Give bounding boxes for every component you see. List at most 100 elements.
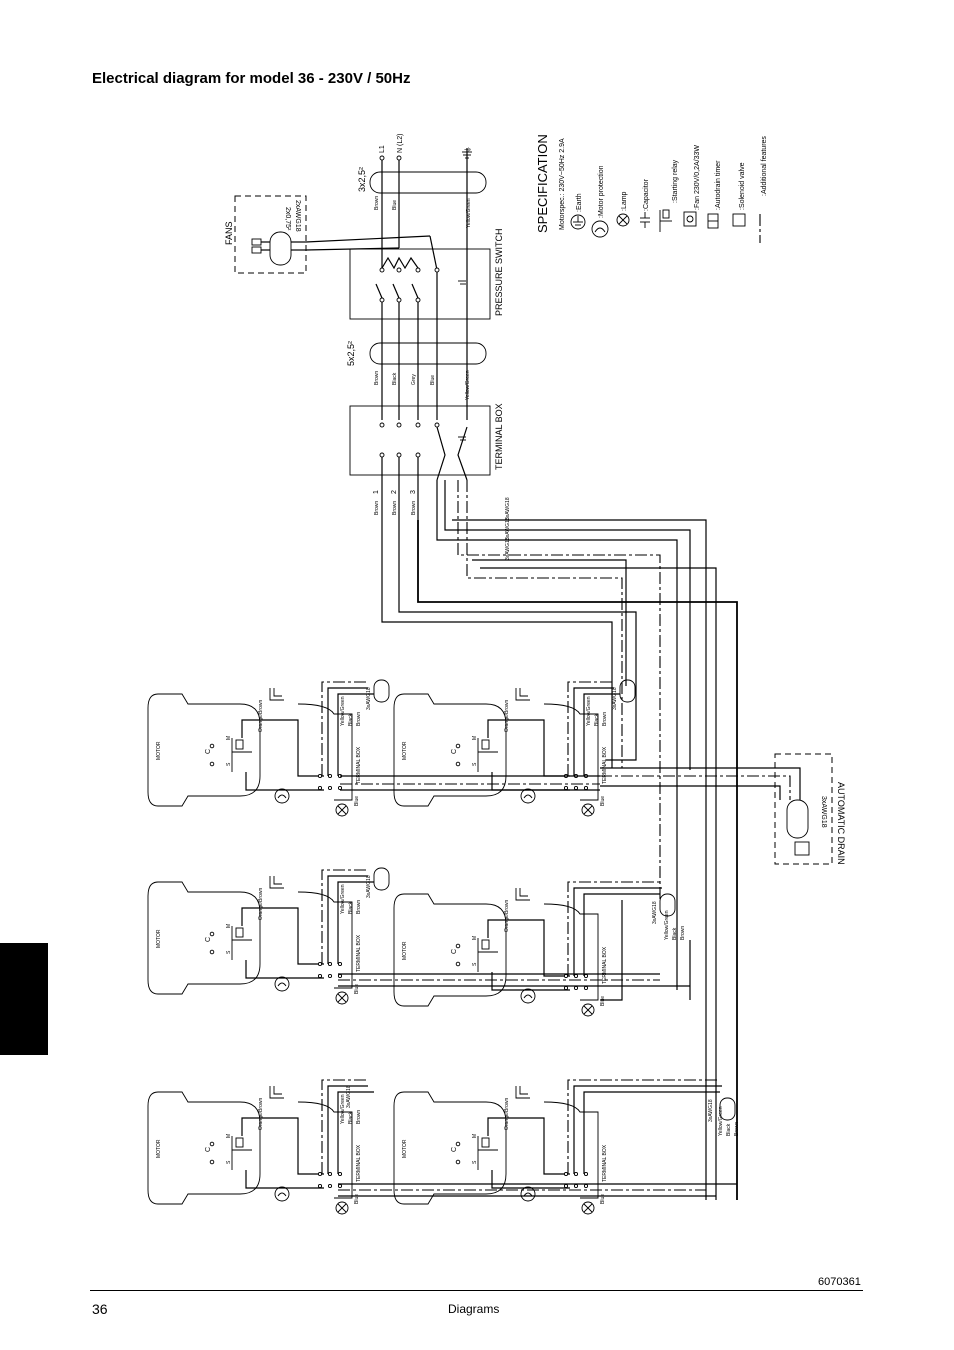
page-title: Electrical diagram for model 36 - 230V /…: [92, 70, 411, 87]
wire-black-label: Black: [726, 1123, 732, 1136]
terminal-awg-tag-1: 3xAWG18: [505, 497, 511, 520]
starting-relay-icon: [481, 939, 490, 950]
lamp-icon: [335, 803, 349, 817]
relay-s-label: S: [226, 762, 232, 766]
footer-section-name: Diagrams: [448, 1302, 500, 1316]
motor-label: MOTOR: [402, 941, 408, 960]
legend-solenoid-valve-label: :Solenoid valve: [739, 162, 746, 210]
terminal-out-2-num: 2: [391, 490, 398, 494]
lamp-icon: [581, 1201, 595, 1215]
wire-orange-brown-label: Orange/Brown: [258, 1098, 264, 1130]
starting-relay-icon: [235, 927, 244, 938]
lamp-icon: [581, 1003, 595, 1017]
relay-m-label: M: [226, 924, 232, 928]
pressure-switch: PRESSURE SWITCH: [349, 228, 504, 340]
fans-awg: 2xAWG18: [294, 200, 301, 232]
wire-orange-brown-label: Orange/Brown: [504, 900, 510, 932]
compressor-unit-4: MOTOR C S M TERMINAL BOX: [393, 881, 686, 1017]
lamp-icon: [581, 803, 595, 817]
relay-m-label: M: [472, 736, 478, 740]
relay-m-label: M: [472, 1134, 478, 1138]
motor-label: MOTOR: [156, 741, 162, 760]
unit-awg-label: 3xAWG18: [346, 1085, 352, 1108]
fan-icon: [251, 238, 262, 246]
supply-cable-size: 3x2,5²: [357, 167, 367, 192]
unit-awg-label: 3xAWG18: [366, 875, 372, 898]
wire-black-label: Black: [594, 713, 600, 726]
wire-blue-label: Blue: [600, 1194, 606, 1204]
terminal-box: TERMINAL BOX Brown Brown Brown 1 2 3 3xA…: [349, 403, 511, 560]
motor-capacitor-terminal: C: [205, 937, 212, 942]
main-wire-blue: Blue: [430, 375, 436, 385]
specification-heading: SPECIFICATION: [535, 134, 550, 233]
motor-protection-icon: [274, 1186, 290, 1202]
section-tab-marker: [0, 943, 48, 1055]
unit-awg-label: 3xAWG18: [708, 1099, 714, 1122]
wire-brown-label: Brown: [356, 712, 362, 726]
supply-connection: L1 N (L2) ⏚ 3x2,5² Brown Blue Yellow/Gre…: [357, 134, 487, 268]
starting-relay-icon: [235, 739, 244, 750]
fan-cable-sheath: [269, 231, 292, 266]
wire-black-label: Black: [348, 1111, 354, 1124]
legend-fan-label: :Fan 230V/0,2A/33W: [694, 145, 701, 210]
main-cable: 5x2,5² Brown Black Grey Blue Yellow/Gree…: [346, 340, 487, 420]
relay-m-label: M: [226, 1134, 232, 1138]
terminal-box-small-label: TERMINAL BOX: [602, 1144, 608, 1182]
automatic-drain: AUTOMATIC DRAIN 3xAWG18: [600, 753, 846, 865]
relay-m-label: M: [226, 736, 232, 740]
terminal-box-small-label: TERMINAL BOX: [356, 934, 362, 972]
wire-blue-label: Blue: [354, 1194, 360, 1204]
wire-orange-brown-label: Orange/Brown: [504, 1098, 510, 1130]
starting-relay-icon: [235, 1137, 244, 1148]
fans-label: FANS: [224, 221, 234, 245]
wire-yellow-green-label: Yellow/Green: [586, 696, 592, 726]
main-wire-yellow-green: Yellow/Green: [465, 370, 471, 400]
unit-feed-wiring: [338, 680, 737, 1200]
supply-terminal-l1: L1: [379, 145, 386, 153]
motor-capacitor-terminal: C: [451, 749, 458, 754]
unit-awg-label: 3xAWG18: [612, 687, 618, 710]
wire-yellow-green-label: Yellow/Green: [718, 1106, 724, 1136]
automatic-drain-label: AUTOMATIC DRAIN: [836, 782, 846, 865]
page-number: 36: [92, 1301, 108, 1317]
terminal-awg-tag-3: 3xAWG18: [505, 537, 511, 560]
terminal-awg-tag-2: 3xAWG18: [505, 517, 511, 540]
wire-blue-label: Blue: [600, 996, 606, 1006]
unit-awg-label: 3xAWG18: [652, 901, 658, 924]
footer-divider: [90, 1290, 863, 1291]
terminal-out-1-wire: Brown: [374, 501, 380, 515]
terminal-out-3-wire: Brown: [411, 501, 417, 515]
motor-protection-icon: [274, 788, 290, 804]
solenoid-valve-icon: [732, 213, 746, 227]
motor-protection-icon: [520, 988, 536, 1004]
supply-terminal-earth: ⏚: [464, 146, 472, 153]
solenoid-valve-icon: [794, 841, 810, 856]
main-wire-grey: Grey: [411, 374, 417, 385]
fan-icon: [251, 246, 262, 254]
legend-starting-relay-label: :Starting relay: [672, 159, 679, 203]
main-wire-black: Black: [392, 372, 398, 385]
wire-blue-label: Blue: [354, 984, 360, 994]
legend-capacitor-label: :Capacitor: [643, 178, 650, 211]
fan-icon: [683, 211, 697, 227]
legend-lamp-label: :Lamp: [621, 191, 628, 211]
specification-legend: SPECIFICATION Motorspec.: 230V~50Hz 2.9A…: [535, 134, 768, 243]
wire-blue-label: Blue: [600, 796, 606, 806]
automatic-drain-awg: 3xAWG18: [820, 796, 827, 828]
compressor-unit-1: MOTOR C S M TERMINAL BOX: [147, 679, 390, 817]
terminal-box-label: TERMINAL BOX: [494, 403, 504, 470]
terminal-box-small-label: TERMINAL BOX: [356, 746, 362, 784]
supply-cable-sheath: [369, 171, 487, 194]
terminal-box-small-label: TERMINAL BOX: [356, 1144, 362, 1182]
compressor-unit-2: MOTOR C S M TERMINAL BOX: [393, 679, 636, 817]
supply-terminal-n: N (L2): [397, 134, 404, 153]
motor-capacitor-terminal: C: [205, 1147, 212, 1152]
motor-protection-icon: [520, 1186, 536, 1202]
motor-capacitor-terminal: C: [451, 949, 458, 954]
earth-icon: [570, 214, 586, 230]
relay-s-label: S: [472, 1160, 478, 1164]
motorspec-text: Motorspec.: 230V~50Hz 2.9A: [559, 138, 566, 230]
wire-brown-label: Brown: [602, 712, 608, 726]
wire-yellow-green-label: Yellow/Green: [340, 884, 346, 914]
